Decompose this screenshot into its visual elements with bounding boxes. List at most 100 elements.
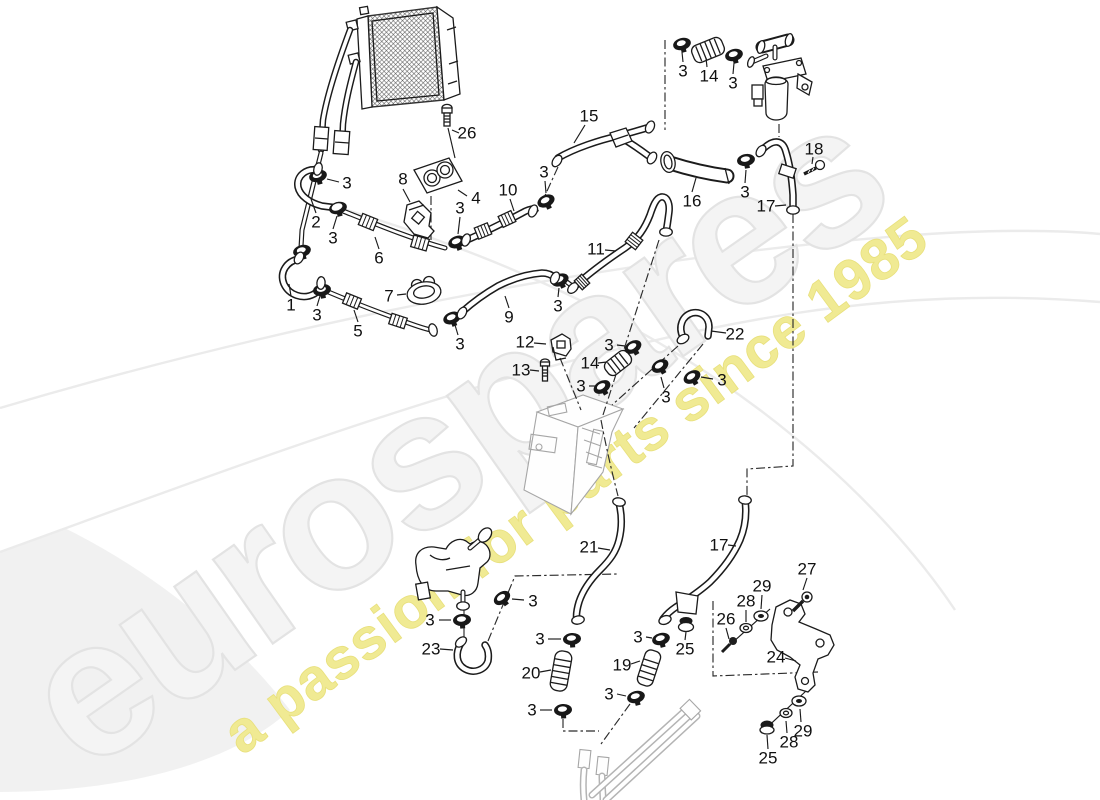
callout-22[interactable]: 22 [710,325,745,344]
callout-18[interactable]: 18 [805,140,824,165]
callout-label[interactable]: 3 [455,199,464,218]
callout-11[interactable]: 11 [587,240,617,259]
callout-label[interactable]: 3 [661,388,670,407]
callout-2[interactable]: 2 [310,198,321,232]
callout-label[interactable]: 28 [737,592,756,611]
callout-label[interactable]: 3 [604,336,613,355]
callout-25[interactable]: 25 [759,734,778,768]
callout-label[interactable]: 3 [539,163,548,182]
callout-label[interactable]: 10 [499,181,518,200]
callout-3[interactable]: 3 [511,592,538,611]
callout-26[interactable]: 26 [451,124,477,143]
callout-label[interactable]: 19 [613,656,632,675]
callout-8[interactable]: 8 [398,170,411,203]
callout-13[interactable]: 13 [512,361,540,380]
callout-7[interactable]: 7 [384,287,407,306]
callout-29[interactable]: 29 [753,577,772,610]
callout-3[interactable]: 3 [539,163,549,194]
callout-label[interactable]: 3 [328,229,337,248]
callout-3[interactable]: 3 [604,336,626,355]
callout-label[interactable]: 14 [581,354,600,373]
callout-3[interactable]: 3 [553,287,563,316]
callout-label[interactable]: 18 [805,140,824,159]
callout-3[interactable]: 3 [740,169,750,202]
callout-3[interactable]: 3 [633,628,653,647]
callout-6[interactable]: 6 [374,236,384,268]
callout-label[interactable]: 3 [717,371,726,390]
callout-label[interactable]: 3 [576,377,585,396]
callout-label[interactable]: 5 [353,322,362,341]
callout-label[interactable]: 3 [535,630,544,649]
callout-label[interactable]: 4 [471,189,480,208]
callout-label[interactable]: 11 [587,240,605,259]
callout-label[interactable]: 20 [522,664,541,683]
callout-5[interactable]: 5 [353,309,363,341]
callout-29[interactable]: 29 [794,708,813,741]
callout-label[interactable]: 3 [455,335,464,354]
callout-3[interactable]: 3 [312,295,322,325]
callout-3[interactable]: 3 [728,62,738,93]
callout-17[interactable]: 17 [757,197,787,216]
callout-26[interactable]: 26 [717,610,736,640]
callout-label[interactable]: 17 [710,536,729,555]
callout-3[interactable]: 3 [455,199,465,235]
callout-3[interactable]: 3 [678,51,688,81]
callout-label[interactable]: 3 [312,306,321,325]
callout-10[interactable]: 10 [499,181,518,212]
callout-1[interactable]: 1 [286,283,296,315]
callout-21[interactable]: 21 [580,538,611,557]
callout-label[interactable]: 3 [678,62,687,81]
callout-label[interactable]: 23 [422,640,441,659]
callout-label[interactable]: 14 [700,67,719,86]
callout-label[interactable]: 13 [512,361,531,380]
callout-label[interactable]: 17 [757,197,776,216]
callout-label[interactable]: 25 [759,749,778,768]
callout-label[interactable]: 8 [398,170,407,189]
callout-15[interactable]: 15 [573,107,598,144]
callout-label[interactable]: 24 [767,648,786,667]
callout-label[interactable]: 12 [516,333,535,352]
callout-9[interactable]: 9 [504,295,514,327]
callout-label[interactable]: 1 [286,296,295,315]
callout-label[interactable]: 3 [342,174,351,193]
callout-label[interactable]: 26 [458,124,477,143]
callout-label[interactable]: 2 [311,213,320,232]
callout-14[interactable]: 14 [581,354,608,373]
callout-3[interactable]: 3 [604,685,627,704]
callout-label[interactable]: 3 [528,592,537,611]
callout-label[interactable]: 22 [726,325,745,344]
callout-label[interactable]: 29 [794,722,813,741]
callout-3[interactable]: 3 [454,324,465,354]
callout-label[interactable]: 7 [384,287,393,306]
callout-3[interactable]: 3 [535,630,561,649]
callout-12[interactable]: 12 [516,333,547,352]
callout-label[interactable]: 3 [527,701,536,720]
callout-label[interactable]: 16 [683,192,702,211]
callout-3[interactable]: 3 [660,376,671,407]
callout-3[interactable]: 3 [328,215,338,248]
callout-19[interactable]: 19 [613,656,641,675]
callout-4[interactable]: 4 [457,189,481,208]
callout-label[interactable]: 25 [676,640,695,659]
callout-label[interactable]: 3 [425,611,434,630]
callout-27[interactable]: 27 [798,560,817,591]
callout-label[interactable]: 6 [374,249,383,268]
callout-24[interactable]: 24 [767,648,797,667]
callout-label[interactable]: 3 [633,628,642,647]
callout-25[interactable]: 25 [676,631,695,659]
callout-3[interactable]: 3 [326,174,352,193]
callout-label[interactable]: 3 [740,183,749,202]
callout-3[interactable]: 3 [576,377,595,396]
callout-20[interactable]: 20 [522,664,552,683]
callout-3[interactable]: 3 [527,701,552,720]
callout-16[interactable]: 16 [683,177,702,211]
callout-3[interactable]: 3 [700,371,727,390]
callout-3[interactable]: 3 [425,611,451,630]
callout-label[interactable]: 3 [728,74,737,93]
callout-label[interactable]: 28 [780,733,799,752]
callout-28[interactable]: 28 [737,592,756,623]
callout-17[interactable]: 17 [710,536,737,555]
callout-label[interactable]: 27 [798,560,817,579]
callout-23[interactable]: 23 [422,640,454,659]
callout-label[interactable]: 3 [604,685,613,704]
